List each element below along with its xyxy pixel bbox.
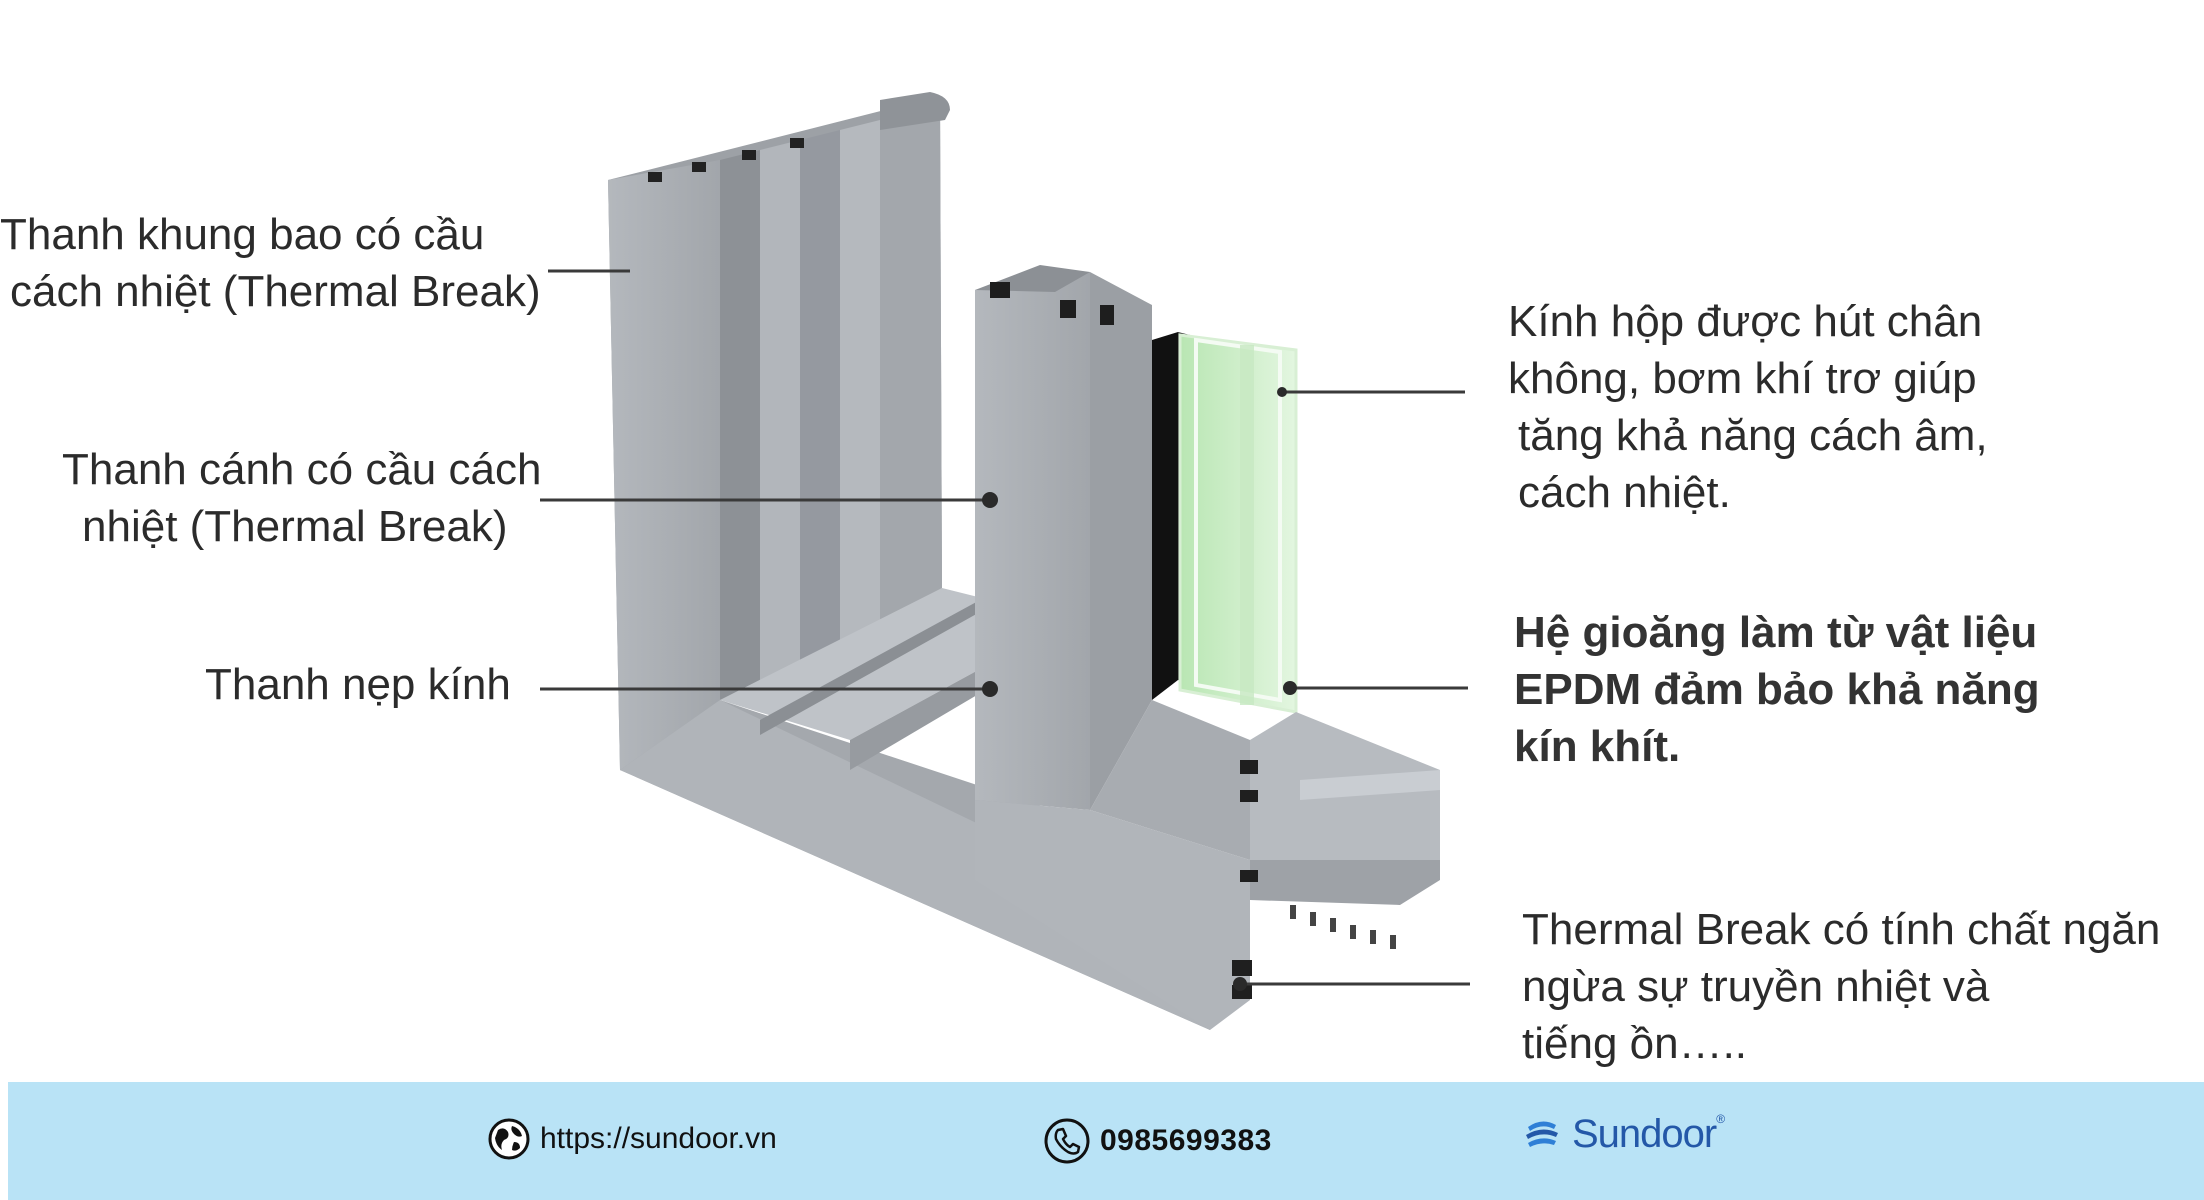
leader-lines: [540, 269, 1470, 986]
thermal-break-label-line2: ngừa sự truyền nhiệt và: [1522, 962, 1990, 1011]
frame-label: Thanh khung bao có cầu cách nhiệt (Therm…: [0, 206, 541, 320]
callout-dots: [982, 387, 1297, 991]
frame-label-line1: Thanh khung bao có cầu: [0, 210, 485, 259]
frame-label-line2: cách nhiệt (Thermal Break): [10, 267, 541, 316]
footer-bar: https://sundoor.vn 0985699383 Sundoor®: [8, 1082, 2204, 1200]
phone-text: 0985699383: [1100, 1124, 1272, 1157]
glass-label-line3: tăng khả năng cách âm,: [1518, 411, 1988, 460]
brand-name: Sundoor: [1572, 1112, 1717, 1156]
thermal-break-label-line1: Thermal Break có tính chất ngăn: [1522, 905, 2161, 954]
outer-frame: [608, 92, 1210, 1030]
glass-unit: [1152, 332, 1298, 714]
phone-link[interactable]: 0985699383: [1044, 1118, 1272, 1164]
window-profile-diagram: [540, 92, 1470, 1030]
sash-profile: [975, 265, 1250, 1030]
gasket-label-line1: Hệ gioăng làm từ vật liệu: [1514, 608, 2038, 657]
sundoor-logo-icon: [1526, 1120, 1558, 1147]
gasket-label: Hệ gioăng làm từ vật liệu EPDM đảm bảo k…: [1514, 604, 2040, 775]
phone-icon: [1044, 1118, 1090, 1164]
gasket-label-line3: kín khít.: [1514, 722, 1681, 771]
sash-label: Thanh cánh có cầu cách nhiệt (Thermal Br…: [62, 441, 541, 555]
glass-label: Kính hộp được hút chân không, bơm khí tr…: [1508, 293, 1988, 521]
brand-logo: Sundoor®: [1522, 1112, 1725, 1157]
sash-label-line1: Thanh cánh có cầu cách: [62, 445, 542, 494]
brand-registered-mark: ®: [1716, 1112, 1726, 1126]
website-text: https://sundoor.vn: [540, 1122, 777, 1155]
glass-label-line1: Kính hộp được hút chân: [1508, 297, 1983, 346]
bottom-profile-section: [1232, 712, 1440, 999]
bead-label-line1: Thanh nẹp kính: [205, 660, 511, 709]
sash-label-line2: nhiệt (Thermal Break): [82, 502, 508, 551]
website-link[interactable]: https://sundoor.vn: [488, 1118, 777, 1160]
glass-label-line4: cách nhiệt.: [1518, 468, 1731, 517]
globe-icon: [488, 1118, 530, 1160]
glass-label-line2: không, bơm khí trơ giúp: [1508, 354, 1977, 403]
thermal-break-label-line3: tiếng ồn…..: [1522, 1019, 1748, 1068]
gasket-label-line2: EPDM đảm bảo khả năng: [1514, 665, 2040, 714]
bead-label: Thanh nẹp kính: [205, 656, 511, 713]
thermal-break-label: Thermal Break có tính chất ngăn ngừa sự …: [1522, 901, 2160, 1072]
